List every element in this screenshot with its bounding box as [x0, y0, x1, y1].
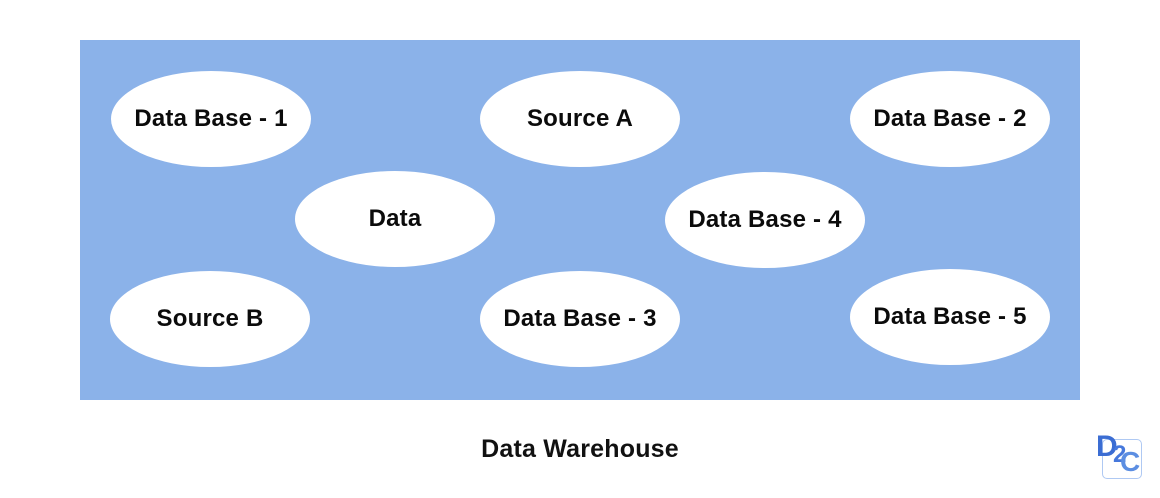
- brand-logo-d2c-icon: D 2 C: [1094, 431, 1146, 483]
- node-database-3-label: Data Base - 3: [503, 305, 657, 332]
- data-warehouse-panel: Data Base - 1 Source A Data Base - 2 Dat…: [80, 40, 1080, 400]
- node-database-5-label: Data Base - 5: [873, 303, 1027, 330]
- node-data: Data: [295, 171, 495, 267]
- node-database-5: Data Base - 5: [850, 269, 1050, 365]
- node-database-4-label: Data Base - 4: [688, 206, 842, 233]
- logo-letter-c: C: [1120, 446, 1141, 477]
- node-database-4: Data Base - 4: [665, 172, 865, 268]
- node-source-a: Source A: [480, 71, 680, 167]
- node-database-2-label: Data Base - 2: [873, 105, 1027, 132]
- logo-letter-d: D: [1096, 430, 1118, 463]
- logo-frame: [1102, 439, 1142, 479]
- node-database-2: Data Base - 2: [850, 71, 1050, 167]
- node-source-b: Source B: [110, 271, 310, 367]
- node-database-3: Data Base - 3: [480, 271, 680, 367]
- node-source-b-label: Source B: [156, 305, 264, 332]
- node-data-label: Data: [368, 205, 422, 232]
- node-database-1-label: Data Base - 1: [134, 105, 288, 132]
- node-database-1: Data Base - 1: [111, 71, 311, 167]
- logo-letter-2: 2: [1113, 441, 1127, 468]
- node-source-a-label: Source A: [526, 105, 634, 132]
- diagram-caption: Data Warehouse: [481, 435, 679, 463]
